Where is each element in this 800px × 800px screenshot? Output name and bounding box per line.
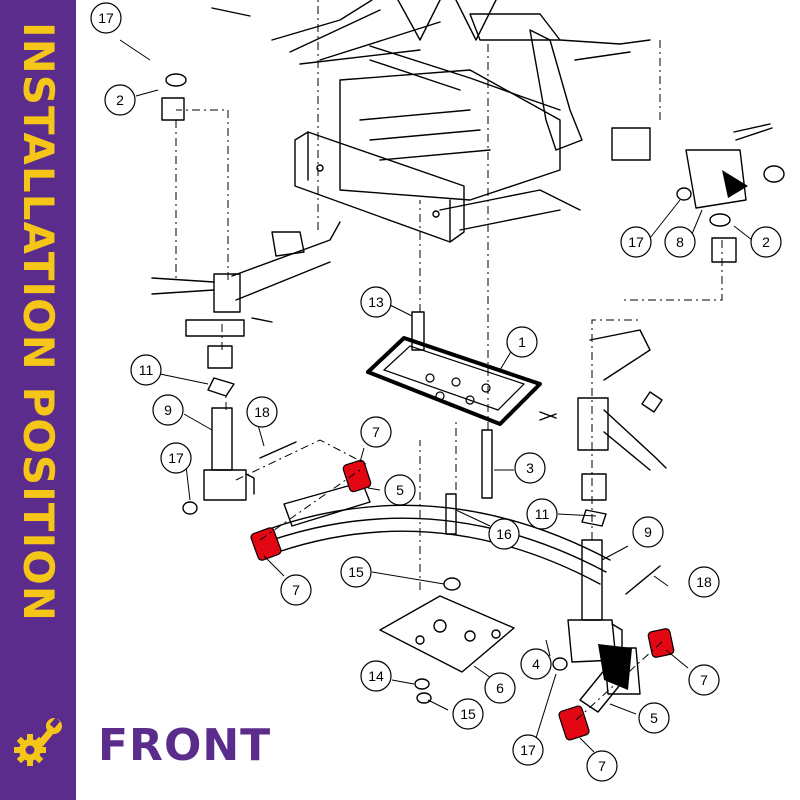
callout-11: 11 bbox=[130, 354, 162, 386]
callout-7: 7 bbox=[688, 664, 720, 696]
callout-9: 9 bbox=[632, 516, 664, 548]
callout-label: 14 bbox=[368, 668, 384, 684]
callout-label: 2 bbox=[762, 234, 770, 250]
callout-label: 17 bbox=[98, 10, 114, 26]
red-bushings bbox=[250, 459, 675, 741]
frame-pad-outline bbox=[366, 336, 542, 426]
callout-label: 15 bbox=[460, 706, 476, 722]
upper-arm-bracket bbox=[722, 170, 748, 198]
callout-label: 9 bbox=[644, 524, 652, 540]
callout-15: 15 bbox=[452, 698, 484, 730]
shackle-bracket bbox=[598, 644, 632, 690]
callout-label: 13 bbox=[368, 294, 384, 310]
callout-5: 5 bbox=[638, 702, 670, 734]
callout-7: 7 bbox=[360, 416, 392, 448]
sidebar-title: INSTALLATION POSITION bbox=[14, 22, 63, 622]
callout-label: 17 bbox=[628, 234, 644, 250]
callout-7: 7 bbox=[280, 574, 312, 606]
exploded-parts-diagram: 1721782131119187173516711915184714615517… bbox=[90, 0, 785, 782]
callout-label: 18 bbox=[254, 404, 270, 420]
callout-label: 2 bbox=[116, 92, 124, 108]
callout-3: 3 bbox=[514, 452, 546, 484]
linework bbox=[151, 0, 785, 713]
callout-16: 16 bbox=[488, 518, 520, 550]
gear-wrench-icon bbox=[14, 717, 62, 766]
callout-15: 15 bbox=[340, 556, 372, 588]
callout-17: 17 bbox=[160, 442, 192, 474]
callout-label: 4 bbox=[532, 656, 540, 672]
callout-18: 18 bbox=[688, 566, 720, 598]
callout-5: 5 bbox=[384, 474, 416, 506]
callout-4: 4 bbox=[520, 648, 552, 680]
callout-label: 6 bbox=[496, 680, 504, 696]
callout-label: 15 bbox=[348, 564, 364, 580]
assembly-guides bbox=[175, 0, 723, 721]
callout-13: 13 bbox=[360, 286, 392, 318]
callout-label: 7 bbox=[292, 582, 300, 598]
callout-label: 8 bbox=[676, 234, 684, 250]
callout-label: 7 bbox=[598, 758, 606, 774]
callout-label: 18 bbox=[696, 574, 712, 590]
callout-2: 2 bbox=[750, 226, 782, 258]
callout-17: 17 bbox=[512, 734, 544, 766]
callout-9: 9 bbox=[152, 394, 184, 426]
callout-label: 5 bbox=[650, 710, 658, 726]
callout-label: 5 bbox=[396, 482, 404, 498]
callout-8: 8 bbox=[664, 226, 696, 258]
callout-label: 11 bbox=[535, 506, 550, 522]
callout-label: 9 bbox=[164, 402, 172, 418]
front-caption: FRONT bbox=[98, 720, 272, 771]
callout-17: 17 bbox=[620, 226, 652, 258]
callout-14: 14 bbox=[360, 660, 392, 692]
callout-2: 2 bbox=[104, 84, 136, 116]
callout-6: 6 bbox=[484, 672, 516, 704]
callout-11: 11 bbox=[526, 498, 558, 530]
callout-label: 1 bbox=[518, 334, 526, 350]
callout-label: 16 bbox=[496, 526, 512, 542]
callout-7: 7 bbox=[586, 750, 618, 782]
callout-label: 17 bbox=[520, 742, 536, 758]
leader-lines bbox=[119, 39, 753, 753]
callout-label: 7 bbox=[372, 424, 380, 440]
callout-label: 7 bbox=[700, 672, 708, 688]
callout-18: 18 bbox=[246, 396, 278, 428]
callout-label: 11 bbox=[139, 362, 154, 378]
sidebar-banner: INSTALLATION POSITION bbox=[0, 0, 76, 800]
callout-label: 17 bbox=[168, 450, 184, 466]
callout-label: 3 bbox=[526, 460, 534, 476]
callout-1: 1 bbox=[506, 326, 538, 358]
callout-17: 17 bbox=[90, 2, 122, 34]
